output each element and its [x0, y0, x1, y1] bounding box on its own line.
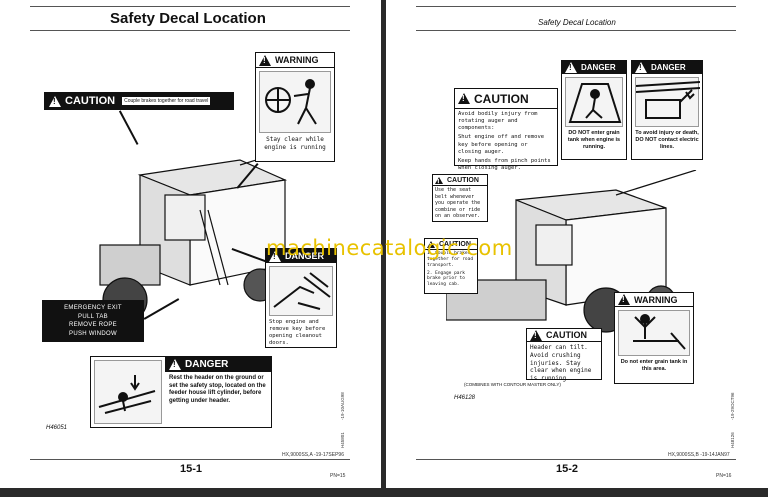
- danger-label: DANGER: [185, 359, 229, 370]
- power-line-pictogram: [635, 77, 700, 127]
- top-rule: [30, 6, 350, 7]
- alert-triangle-icon: [565, 62, 577, 73]
- vertical-code: -19-10AUG98: [340, 392, 345, 420]
- title-rule: [30, 30, 350, 31]
- alert-triangle-icon: [269, 250, 281, 262]
- caution-seatbelt-decal: CAUTION Use the seat belt whenever you o…: [432, 174, 488, 222]
- caution-text: Couple brakes together for road travel: [122, 97, 211, 105]
- fan-hazard-pictogram: [259, 71, 331, 133]
- danger-electric-decal: DANGER To avoid injury or death, DO NOT …: [631, 60, 703, 160]
- caution-transport-decal: CAUTION 1. Couple brakes together for ro…: [424, 238, 478, 294]
- right-page: Safety Decal Location CAUTION Avoid bodi…: [386, 0, 768, 488]
- combine-illustration: [446, 170, 697, 333]
- pn-label: PN=15: [330, 473, 346, 479]
- caution-header: CAUTION: [455, 89, 557, 109]
- bottom-rule: [416, 459, 736, 460]
- page-title: Safety Decal Location: [538, 18, 616, 27]
- warning-label: WARNING: [634, 294, 678, 305]
- caution-text: Keep hands from pinch points when closin…: [458, 157, 551, 171]
- warning-text: Do not enter grain tank in this area.: [620, 359, 688, 372]
- danger-header: DANGER: [165, 357, 271, 372]
- vertical-code: -19-29OCT96: [730, 392, 735, 420]
- caution-label: CAUTION: [447, 176, 479, 184]
- danger-label: DANGER: [285, 251, 325, 261]
- danger-grain-tank-decal: DANGER DO NOT enter grain tank when engi…: [561, 60, 627, 160]
- alert-triangle-icon: [618, 294, 630, 305]
- emergency-exit-decal: EMERGENCY EXIT PULL TAB REMOVE ROPE PUSH…: [42, 300, 144, 342]
- vertical-code: H45801: [340, 432, 345, 448]
- danger-text: DO NOT enter grain tank when engine is r…: [567, 130, 621, 150]
- caution-header: CAUTION: [527, 329, 601, 342]
- alert-triangle-icon: [530, 329, 542, 341]
- alert-triangle-icon: [259, 54, 271, 66]
- emergency-exit-line: PULL TAB: [78, 313, 108, 320]
- page-title: Safety Decal Location: [110, 10, 266, 27]
- top-rule: [416, 6, 736, 7]
- caution-text: Avoid bodily injury from rotating auger …: [458, 111, 538, 132]
- watermark: machinecatalogic.com: [266, 236, 513, 260]
- alert-triangle-icon: [427, 240, 435, 251]
- alert-triangle-icon: [49, 95, 61, 107]
- danger-label: DANGER: [581, 63, 616, 72]
- caution-text: Shut engine off and remove key before op…: [458, 134, 545, 155]
- danger-header: DANGER: [266, 249, 336, 263]
- danger-header-decal: DANGER Rest the header on the ground or …: [90, 356, 272, 428]
- emergency-exit-line: REMOVE ROPE: [69, 322, 117, 329]
- caution-brakes-decal: CAUTION Couple brakes together for road …: [44, 92, 234, 110]
- caution-text: 1. Couple brakes together for road trans…: [427, 251, 474, 268]
- caution-text: 2. Engage park brake prior to leaving ca…: [427, 270, 465, 288]
- warning-header: WARNING: [256, 53, 334, 68]
- caution-auger-decal: CAUTION Avoid bodily injury from rotatin…: [454, 88, 558, 171]
- code-line: HX,9000SS,A -19-17SEP96: [282, 452, 344, 458]
- danger-label: DANGER: [651, 63, 686, 72]
- warning-header: WARNING: [615, 293, 693, 307]
- code-line: HX,9000SS,B -19-14JAN97: [668, 452, 730, 458]
- image-reference: H46051: [46, 425, 68, 431]
- caution-label: CAUTION: [474, 91, 529, 106]
- alert-triangle-icon: [635, 62, 647, 73]
- danger-header: DANGER: [632, 61, 702, 74]
- person-in-tank-pictogram: [618, 310, 690, 356]
- alert-triangle-icon: [169, 359, 181, 370]
- caution-header-tilt-decal: CAUTION Header can tilt. Avoid crushing …: [526, 328, 602, 382]
- contour-master-note: (COMBINES WITH CONTOUR MASTER ONLY): [464, 382, 561, 387]
- caution-label: CAUTION: [439, 240, 471, 248]
- warning-text: Stay clear while engine is running: [264, 136, 326, 151]
- danger-text: To avoid injury or death, DO NOT contact…: [635, 130, 699, 150]
- grain-tank-pictogram: [565, 77, 623, 127]
- caution-text: Use the seat belt whenever you operate t…: [435, 187, 481, 219]
- warning-label: WARNING: [275, 55, 319, 65]
- caution-header: CAUTION Couple brakes together for road …: [45, 93, 233, 109]
- warning-tank-area-decal: WARNING Do not enter grain tank in this …: [614, 292, 694, 384]
- vertical-code: H48126: [730, 432, 735, 448]
- title-rule: [416, 30, 736, 31]
- caution-header: CAUTION: [433, 175, 487, 187]
- image-reference: H46128: [454, 395, 476, 401]
- caution-header: CAUTION: [425, 239, 477, 251]
- emergency-exit-line: EMERGENCY EXIT: [64, 305, 122, 311]
- emergency-exit-line: PUSH WINDOW: [69, 331, 117, 338]
- hand-auger-pictogram: [269, 266, 333, 316]
- caution-label: CAUTION: [65, 95, 116, 107]
- caution-text: Header can tilt. Avoid crushing injuries…: [530, 344, 592, 383]
- pn-label: PN=16: [716, 473, 732, 479]
- danger-cleanout-decal: DANGER Stop engine and remove key before…: [265, 248, 337, 348]
- danger-header: DANGER: [562, 61, 626, 74]
- warning-stay-clear-decal: WARNING Stay clear while engine is runni…: [255, 52, 335, 162]
- page-number: 15-2: [556, 463, 579, 475]
- header-crush-pictogram: [94, 360, 162, 424]
- left-page: Safety Decal Location CAUTION Couple bra…: [0, 0, 381, 488]
- danger-text: Stop engine and remove key before openin…: [269, 319, 326, 347]
- alert-triangle-icon: [458, 93, 470, 104]
- caution-label: CAUTION: [546, 330, 587, 340]
- alert-triangle-icon: [435, 176, 443, 187]
- danger-text: Rest the header on the ground or set the…: [169, 375, 266, 404]
- bottom-rule: [30, 459, 350, 460]
- page-number: 15-1: [180, 463, 203, 475]
